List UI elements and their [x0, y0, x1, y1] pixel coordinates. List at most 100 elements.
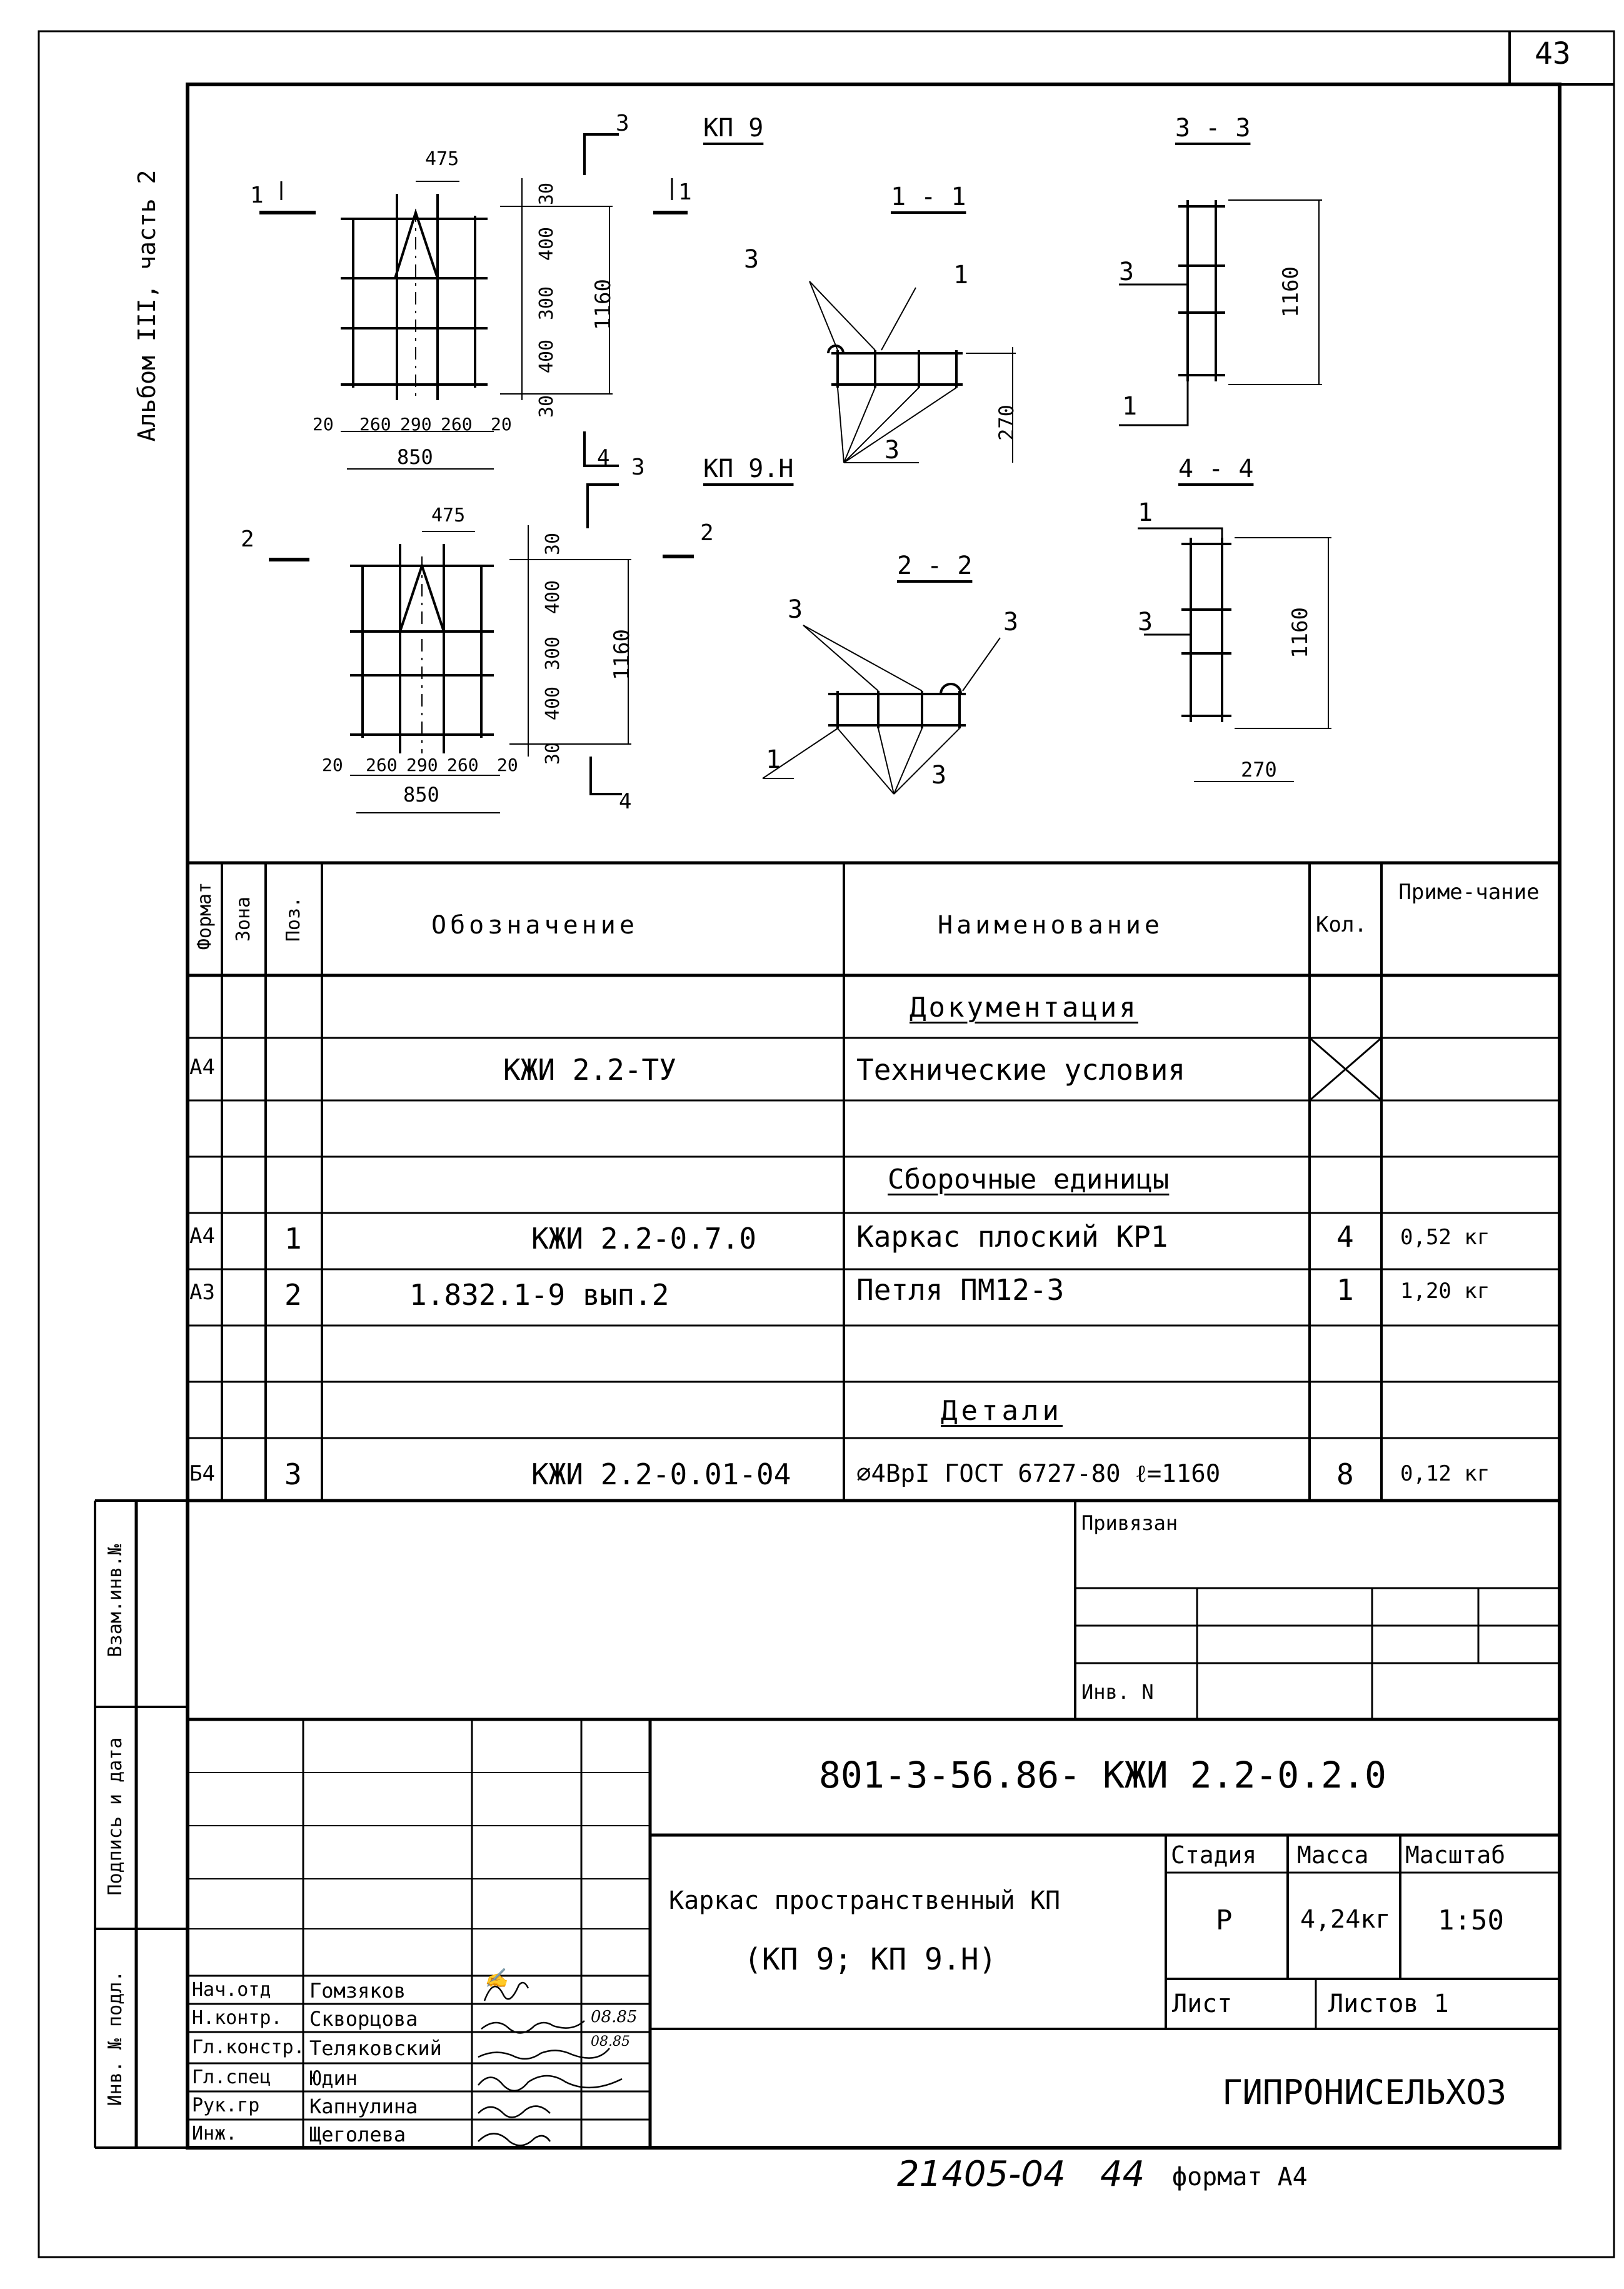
dim-400-a: 400	[536, 226, 558, 261]
section-2-2	[763, 625, 1000, 794]
kp9n-elevation	[269, 485, 694, 813]
doc-name-line1: Каркас пространственный КП	[669, 1886, 1061, 1915]
section-1-1	[809, 281, 1016, 463]
row-format: А4	[189, 1055, 215, 1080]
sheets-label: Листов 1	[1328, 1990, 1449, 2018]
dim-20-left: 20	[313, 414, 334, 435]
handwritten-signatures	[472, 1976, 672, 2148]
mark-4-top: 4	[597, 445, 610, 470]
row-designation: 1.832.1-9 вып.2	[409, 1278, 669, 1312]
row-format: Б4	[189, 1461, 215, 1486]
sig-name: Гомзяков	[309, 1979, 406, 2003]
header-pos: Поз.	[283, 896, 304, 942]
title-section-4-4: 4 - 4	[1178, 455, 1254, 483]
cage-drawings	[0, 0, 1624, 863]
title-section-1-1: 1 - 1	[891, 183, 966, 211]
dim-260-a: 260	[359, 414, 391, 435]
sheet-label: Лист	[1172, 1990, 1233, 2018]
sig-name: Капнулина	[309, 2095, 418, 2118]
dim-1160-sec33: 1160	[1278, 266, 1303, 318]
dim-300-a: 300	[536, 286, 558, 321]
row-name: Петля ПМ12-3	[856, 1273, 1065, 1307]
row-designation: КЖИ 2.2-0.01-04	[531, 1457, 791, 1491]
scale-label: Масштаб	[1405, 1841, 1506, 1869]
title-kp9: КП 9	[703, 114, 764, 143]
binding-privyazan: Привязан	[1081, 1511, 1178, 1535]
dim-20-right: 20	[491, 414, 512, 435]
sig-role: Рук.гр	[192, 2095, 260, 2116]
sig-name: Скворцова	[309, 2007, 418, 2031]
dim-30-a: 30	[536, 182, 558, 206]
mark-3-sec11-b: 3	[885, 436, 900, 465]
dim-270-sec11: 270	[995, 405, 1018, 441]
row-pos: 1	[284, 1222, 302, 1255]
kp9-elevation	[259, 134, 688, 469]
header-name: Наименование	[938, 911, 1163, 940]
scale-value: 1:50	[1438, 1904, 1504, 1936]
dim-475-bottom: 475	[431, 505, 466, 526]
dim-260-c: 260	[366, 755, 398, 775]
dim-260-b: 260	[441, 414, 473, 435]
sig-role: Гл.констр.	[192, 2036, 305, 2058]
label-vzam-inv: Взам.инв.№	[104, 1544, 126, 1658]
mark-3-sec22-a: 3	[788, 595, 803, 624]
title-section-3-3: 3 - 3	[1175, 114, 1251, 143]
stage-label: Стадия	[1171, 1841, 1257, 1869]
dim-30-d: 30	[542, 742, 564, 765]
dim-400-d: 400	[542, 686, 564, 721]
section-4-4	[1138, 528, 1331, 782]
dim-20-left-n: 20	[322, 755, 343, 775]
dim-850-top: 850	[397, 445, 433, 469]
mark-1-sec44: 1	[1138, 498, 1153, 527]
row-designation: КЖИ 2.2-ТУ	[503, 1053, 676, 1087]
row-note: 0,12 кг	[1400, 1461, 1490, 1486]
row-qty: 8	[1336, 1457, 1354, 1491]
dim-270-sec44: 270	[1241, 758, 1277, 782]
row-note: 0,52 кг	[1400, 1225, 1490, 1250]
mark-1-sec11: 1	[953, 261, 969, 289]
header-zone: Зона	[233, 896, 254, 942]
stage-value: Р	[1216, 1904, 1233, 1936]
sig-name: Теляковский	[309, 2036, 442, 2060]
row-name: Технические условия	[856, 1053, 1186, 1087]
sig-date: 08.85	[591, 2008, 638, 2026]
dim-260-d: 260	[447, 755, 479, 775]
dim-400-c: 400	[542, 580, 564, 615]
mark-3-sec33: 3	[1119, 258, 1135, 286]
mark-1-left: 1	[250, 183, 264, 208]
row-name: Каркас плоский КР1	[856, 1220, 1168, 1254]
footer-format: формат А4	[1172, 2163, 1308, 2191]
doc-name-line2: (КП 9; КП 9.Н)	[744, 1942, 997, 1977]
section-docs: Документация	[910, 992, 1138, 1024]
mark-3-sec11-a: 3	[744, 245, 759, 274]
row-format: А4	[189, 1224, 215, 1249]
section-details: Детали	[941, 1395, 1063, 1427]
header-note: Приме-чание	[1398, 880, 1540, 905]
sig-role: Инж.	[192, 2123, 238, 2145]
dim-300-b: 300	[542, 636, 564, 671]
sig-role: Н.контр.	[192, 2007, 283, 2029]
mark-2-left: 2	[241, 526, 254, 552]
organization: ГИПРОНИСЕЛЬХОЗ	[1222, 2073, 1507, 2112]
dim-30-c: 30	[542, 532, 564, 556]
dim-20-right-n: 20	[497, 755, 518, 775]
row-qty: 4	[1336, 1220, 1354, 1254]
dim-30-b: 30	[536, 395, 558, 418]
title-section-2-2: 2 - 2	[897, 551, 973, 580]
sig-name: Щеголева	[309, 2123, 406, 2146]
sig-role: Гл.спец	[192, 2066, 271, 2088]
label-inv-podl: Инв. № подл.	[104, 1970, 126, 2106]
sig-role: Нач.отд	[192, 1979, 271, 2001]
section-3-3	[1119, 200, 1322, 425]
mark-1-sec33: 1	[1122, 392, 1138, 421]
page-number: 43	[1535, 36, 1571, 71]
sig-name: Юдин	[309, 2066, 358, 2090]
mark-2-right: 2	[700, 520, 714, 546]
dim-290-n: 290	[406, 755, 438, 775]
dim-400-b: 400	[536, 339, 558, 374]
mark-3-sec44: 3	[1138, 608, 1153, 636]
sig-date: 08.85	[591, 2034, 630, 2050]
dim-850-bottom: 850	[403, 783, 439, 807]
dim-475-top: 475	[425, 148, 459, 170]
